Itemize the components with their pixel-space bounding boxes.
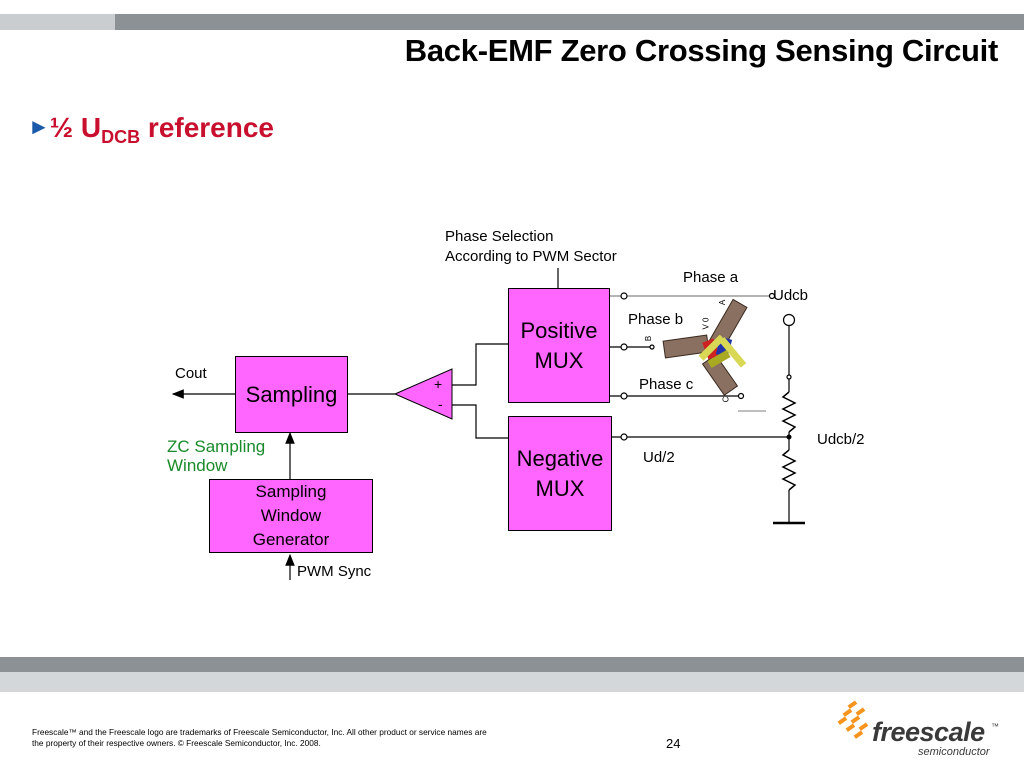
positive-mux-line2: MUX [534,347,584,373]
bullet-point: ►½ UDCB reference [28,112,274,148]
pwm-sync-label: PWM Sync [297,563,372,580]
comparator-minus: - [438,396,443,412]
generator-line2: Window [260,506,322,525]
bullet-arrow-icon: ► [28,114,50,139]
sampling-label: Sampling [245,381,338,407]
generator-line1: Sampling [255,482,327,501]
zc-line2: Window [167,456,228,475]
freescale-logo-subtitle: semiconductor [918,746,990,758]
sampling-block: Sampling [235,356,348,433]
motor-illustration [662,298,748,396]
slide-title: Back-EMF Zero Crossing Sensing Circuit [404,33,999,68]
bullet-subscript: DCB [101,127,141,147]
zc-line1: ZC Sampling [167,437,266,456]
negative-mux-line1: Negative [516,445,604,471]
negative-mux-line2: MUX [535,475,585,501]
udcb-label: Udcb [773,287,809,304]
header-band [0,14,1024,30]
header-band-accent [0,14,115,30]
positive-mux-line1: Positive [520,317,598,343]
udcb2-node [786,434,792,440]
phase-selection-line1: Phase Selection [445,228,554,245]
footer-band [0,657,1024,672]
bullet-text-prefix: ½ U [49,112,102,143]
ud2-label: Ud/2 [643,449,675,466]
freescale-logo-text: freescale [872,717,985,747]
comparator [393,368,453,420]
udcb2-label: Udcb/2 [817,431,865,448]
footer-band-light [0,672,1024,692]
comparator-plus: + [434,376,443,392]
cout-label: Cout [175,365,207,382]
freescale-logo-tm: ™ [991,722,999,731]
phase-b-label: Phase b [628,311,684,328]
generator-line3: Generator [252,530,330,549]
phase-selection-line2: According to PWM Sector [445,248,617,265]
phase-c-label: Phase c [639,376,694,393]
bullet-text-suffix: reference [140,112,275,143]
legal-notice: Freescale™ and the Freescale logo are tr… [32,727,487,748]
phase-a-label: Phase a [683,269,739,286]
page-number: 24 [666,736,681,751]
